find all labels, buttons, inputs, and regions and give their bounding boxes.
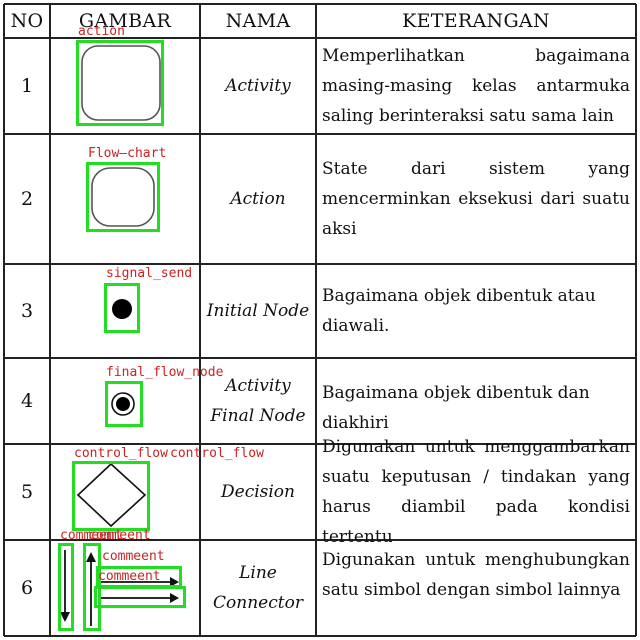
row-1-nama: Activity	[225, 76, 291, 96]
annotation-box-action	[76, 40, 164, 126]
annotation-label: signal_send	[106, 266, 193, 281]
annotation-label: commeent	[60, 528, 123, 543]
annotation-box-comment	[58, 543, 74, 631]
row-4-number: 4	[20, 390, 34, 412]
row-1-keterangan-cell: Memperlihatkan bagaimana masing-masing k…	[322, 38, 630, 134]
row-5-nama: Decision	[221, 482, 295, 502]
row-3-number: 3	[20, 300, 34, 322]
row-6-nama: Line Connector	[213, 563, 303, 613]
row-1-keterangan: Memperlihatkan bagaimana masing-masing k…	[322, 46, 630, 126]
annotation-box-control-flow	[72, 461, 150, 531]
annotation-box-comment	[94, 586, 186, 608]
row-5-keterangan: Digunakan untuk menggambarkan suatu kepu…	[322, 437, 630, 547]
decision-symbol	[76, 462, 147, 528]
annotation-box-flow-chart	[86, 162, 160, 232]
annotation-box-final-flow-node	[105, 381, 143, 427]
annotation-label: final_flow_node	[106, 365, 224, 380]
annotation-label: control_flow	[74, 446, 168, 461]
initial-node-symbol	[112, 299, 132, 319]
row-6-keterangan-cell: Digunakan untuk menghubungkan satu simbo…	[322, 540, 630, 610]
row-3-keterangan-cell: Bagaimana objek dibentuk atau diawali.	[322, 264, 630, 358]
row-4-keterangan-cell: Bagaimana objek dibentuk dan diakhiri	[322, 358, 630, 444]
header-nama: NAMA	[225, 10, 291, 32]
row-6-number: 6	[20, 577, 34, 599]
annotation-label: commeent	[102, 549, 165, 564]
annotation-box-signal-send	[104, 283, 140, 333]
row-4-nama: Activity Final Node	[210, 376, 306, 426]
header-keterangan: KETERANGAN	[402, 10, 550, 32]
annotation-label: commeent	[98, 569, 161, 584]
header-gambar: GAMBAR	[78, 10, 172, 32]
row-4-keterangan: Bagaimana objek dibentuk dan diakhiri	[322, 383, 590, 433]
action-symbol	[91, 167, 155, 227]
annotation-label: Flow—chart	[88, 146, 167, 161]
row-5-number: 5	[20, 481, 34, 503]
row-2-keterangan-cell: State dari sistem yang mencerminkan ekse…	[322, 134, 630, 264]
annotation-label: control_flow	[170, 446, 264, 461]
activity-symbol	[81, 45, 161, 121]
row-2-number: 2	[20, 188, 34, 210]
row-1-number: 1	[20, 75, 34, 97]
annotation-label: commeent	[88, 528, 151, 543]
row-2-keterangan: State dari sistem yang mencerminkan ekse…	[322, 159, 630, 239]
row-6-keterangan: Digunakan untuk menghubungkan satu simbo…	[322, 550, 630, 600]
row-3-keterangan: Bagaimana objek dibentuk atau diawali.	[322, 286, 596, 336]
row-5-keterangan-cell: Digunakan untuk menggambarkan suatu kepu…	[322, 437, 630, 547]
line-connector-symbol	[60, 550, 179, 626]
header-no: NO	[10, 10, 44, 32]
annotation-label: action	[78, 24, 125, 39]
row-2-nama: Action	[230, 189, 286, 209]
final-node-symbol	[111, 392, 135, 416]
row-3-nama: Initial Node	[206, 301, 310, 321]
